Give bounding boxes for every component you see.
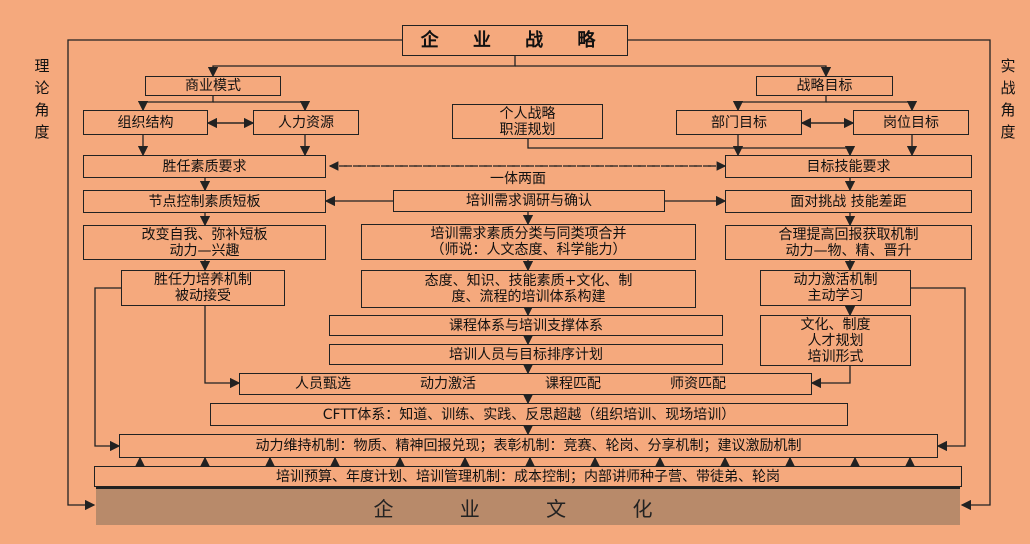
enterprise-culture-band: 企 业 文 化	[96, 487, 960, 525]
cftt-box: CFTT体系：知道、训练、实践、反思超越（组织培训、现场培训）	[210, 403, 848, 426]
change-self-box: 改变自我、弥补短板 动力—兴趣	[83, 225, 326, 260]
business-model-box: 商业模式	[145, 76, 281, 96]
eval-course-match: 课程匹配	[545, 376, 601, 392]
eval-activation: 动力激活	[420, 376, 476, 392]
dept-goal-box: 部门目标	[676, 110, 802, 135]
personal-strategy-box: 个人战略 职涯规划	[452, 104, 603, 139]
one-body-two-sides-label: 一体两面	[490, 171, 546, 187]
enterprise-strategy-title: 企 业 战 略	[402, 25, 628, 56]
strategic-goal-box: 战略目标	[756, 76, 893, 96]
eval-teacher-match: 师资匹配	[670, 376, 726, 392]
skill-req-box: 目标技能要求	[725, 155, 972, 178]
side-label-right: 实战角度	[1000, 57, 1016, 141]
org-structure-box: 组织结构	[83, 110, 208, 135]
node-control-box: 节点控制素质短板	[83, 190, 326, 213]
training-system-box: 态度、知识、技能素质+文化、制 度、流程的培训体系构建	[361, 270, 696, 308]
competency-box: 胜任素质要求	[83, 155, 326, 178]
eval-selection: 人员甄选	[295, 376, 351, 392]
activation-box: 动力激活机制 主动学习	[760, 270, 911, 306]
side-label-left: 理论角度	[34, 57, 50, 141]
culture-plan-box: 文化、制度 人才规划 培训形式	[760, 315, 911, 366]
reward-box: 合理提高回报获取机制 动力—物、精、晋升	[725, 225, 972, 260]
course-system-box: 课程体系与培训支撑体系	[329, 315, 723, 336]
needs-survey-box: 培训需求调研与确认	[393, 190, 665, 212]
budget-box: 培训预算、年度计划、培训管理机制：成本控制；内部讲师种子营、带徒弟、轮岗	[94, 466, 962, 487]
evaluation-box: 人员甄选 动力激活 课程匹配 师资匹配	[239, 373, 812, 395]
hr-box: 人力资源	[253, 110, 359, 135]
schedule-box: 培训人员与目标排序计划	[329, 344, 723, 365]
cultivation-box: 胜任力培养机制 被动接受	[121, 270, 285, 306]
needs-classify-box: 培训需求素质分类与同类项合并 （师说：人文态度、科学能力）	[361, 224, 696, 260]
challenge-box: 面对挑战 技能差距	[725, 190, 972, 213]
motivation-maintain-box: 动力维持机制：物质、精神回报兑现；表彰机制：竞赛、轮岗、分享机制；建议激励机制	[119, 434, 938, 458]
post-goal-box: 岗位目标	[853, 110, 969, 135]
